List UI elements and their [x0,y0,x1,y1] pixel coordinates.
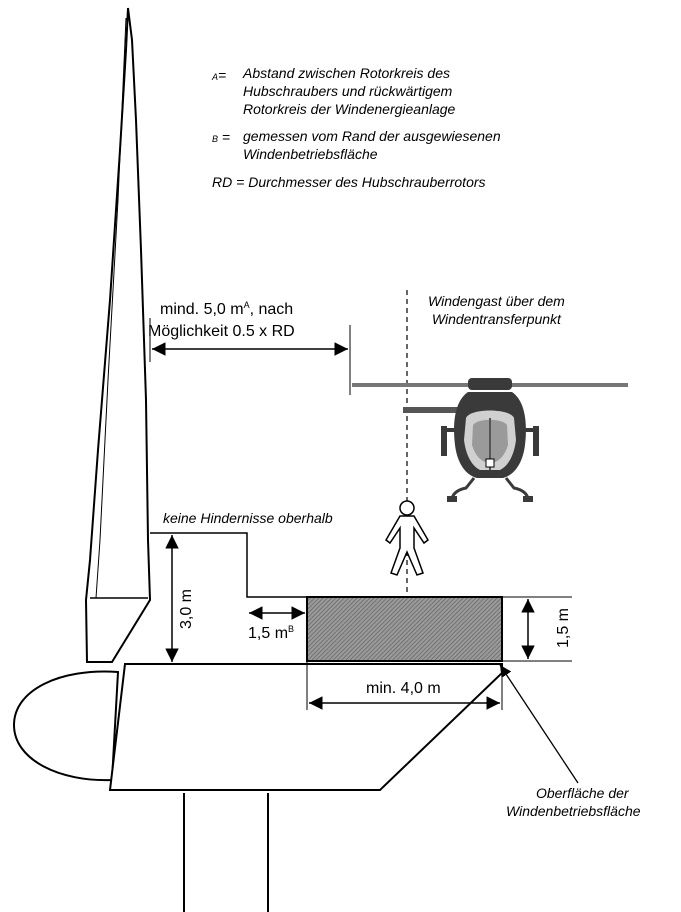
distance-1-5m-label: 1,5 mB [248,624,295,642]
legend-text-a: Abstand zwischen Rotorkreis des Hubschra… [243,64,455,118]
nacelle [108,663,503,791]
tower [183,793,269,912]
legend-text-b-line2: Windenbetriebsfläche [243,146,378,162]
legend-text-a-line1: Abstand zwischen Rotorkreis des [243,65,450,81]
legend-text-b-line1: gemessen vom Rand der ausgewiesenen [243,128,501,144]
rotor-blade [84,7,152,663]
surface-label-line2: Windenbetriebsfläche [506,803,641,819]
surface-label-line1: Oberfläche der [535,785,629,801]
height-1-5m-label: 1,5 m [555,607,572,648]
legend-text-b: gemessen vom Rand der ausgewiesenen Wind… [243,127,501,163]
min-width-dimension [306,661,503,710]
min-width-label: min. 4,0 m [366,680,441,697]
no-obstacle-zone-outline [150,532,307,598]
height-3m-label: 3,0 m [178,588,195,629]
winch-guest-label-line2: Windentransferpunkt [431,311,561,327]
height-1-5m-dimension [502,596,572,662]
legend-key-b: B = [212,129,231,145]
rotor-distance-dimension [149,318,351,395]
winch-guest-label: Windengast über dem Windentransferpunkt [428,292,565,328]
legend-text-a-line2: Hubschraubers und rückwärtigem [243,83,453,99]
winch-operating-area [306,596,503,662]
surface-pointer-line [499,664,579,784]
rotor-hub [12,670,120,782]
winch-guest-label-line1: Windengast über dem [428,293,565,309]
legend-text-a-line3: Rotorkreis der Windenergieanlage [243,101,456,117]
rotor-distance-label-line1: mind. 5,0 mA, nach [160,300,294,318]
legend-key-a: A= [212,67,227,83]
legend-rd: RD = Durchmesser des Hubschrauberrotors [212,174,486,190]
no-obstacles-label: keine Hindernisse oberhalb [163,510,333,526]
winch-person [385,500,429,576]
surface-label: Oberfläche der Windenbetriebsfläche [506,784,641,820]
helicopter [352,378,628,502]
rotor-distance-label-line2: Möglichkeit 0.5 x RD [148,323,295,340]
